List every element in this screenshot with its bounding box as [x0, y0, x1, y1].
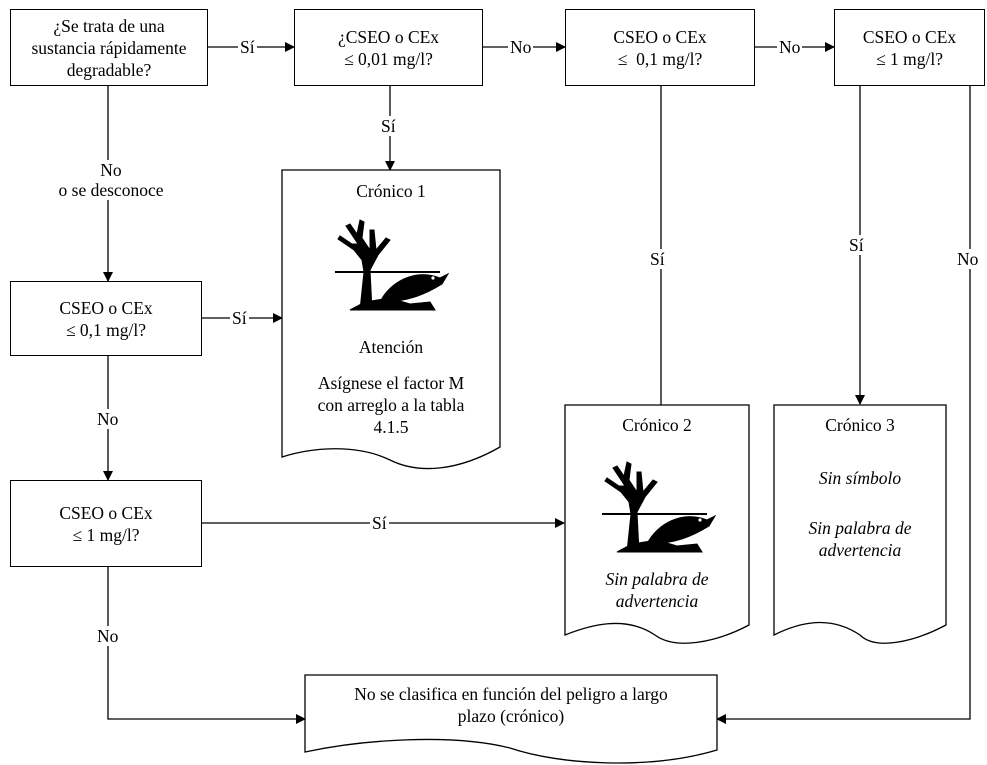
cronico2-note: Sin palabra de advertencia	[565, 568, 749, 612]
cronico1-note-line2: con arreglo a la tabla	[317, 395, 465, 415]
no-clasifica-line2: plazo (crónico)	[457, 706, 565, 726]
no-clasifica-line1: No se clasifica en función del peligro a…	[354, 684, 668, 704]
edge-label-no: No	[95, 409, 121, 429]
cronico3-symbol: Sin símbolo	[818, 468, 902, 488]
edge-label-si: Sí	[648, 249, 667, 269]
q2-1-line2: ≤ 1 mg/l?	[72, 524, 140, 545]
no-clasifica-text: No se clasifica en función del peligro a…	[305, 683, 717, 727]
q1-1-line1: CSEO o CEx	[862, 26, 957, 47]
q2-1-box: CSEO o CEx ≤ 1 mg/l?	[10, 480, 202, 567]
q1-1-line2: ≤ 1 mg/l?	[876, 48, 943, 69]
q1-1-box: CSEO o CEx ≤ 1 mg/l?	[834, 9, 985, 86]
cronico2-note-line2: advertencia	[615, 591, 699, 611]
q1-01-box: CSEO o CEx ≤ 0,1 mg/l?	[565, 9, 755, 86]
cronico1-signal-word: Atención	[358, 337, 424, 357]
cronico3-title: Crónico 3	[825, 415, 895, 435]
cronico1-note-line3: 4.1.5	[373, 417, 409, 437]
q2-1-line1: CSEO o CEx	[59, 502, 153, 523]
edge-label-si: Sí	[370, 513, 389, 533]
cronico3-note-line2: advertencia	[818, 540, 902, 560]
q2-01-line1: CSEO o CEx	[59, 297, 153, 318]
q2-01-box: CSEO o CEx ≤ 0,1 mg/l?	[10, 281, 202, 356]
q2-01-line2: ≤ 0,1 mg/l?	[65, 319, 147, 340]
q1-001-box: ¿CSEO o CEx ≤ 0,01 mg/l?	[294, 9, 483, 86]
cronico1-note: Asígnese el factor M con arreglo a la ta…	[282, 372, 500, 438]
edge-label-no-desconoce-line1: No	[100, 160, 122, 180]
q1-01-line1: CSEO o CEx	[613, 26, 707, 47]
edge-label-no: No	[508, 37, 534, 57]
edge-label-no: No	[955, 249, 981, 269]
q1-01-line2: ≤ 0,1 mg/l?	[617, 48, 703, 69]
q-degradable-box: ¿Se trata de una sustancia rápidamente d…	[10, 9, 208, 86]
edge-label-no: No	[777, 37, 803, 57]
cronico2-note-line1: Sin palabra de	[605, 569, 709, 589]
q1-001-line2: ≤ 0,01 mg/l?	[344, 48, 433, 69]
q1-001-line1: ¿CSEO o CEx	[337, 26, 440, 47]
cronico3-note-line1: Sin palabra de	[808, 518, 912, 538]
edge-label-si: Sí	[230, 308, 249, 328]
q-degradable-line3: degradable?	[66, 59, 152, 80]
edge-label-no-desconoce: No o se desconoce	[54, 160, 168, 200]
environment-hazard-icon	[602, 461, 717, 553]
cronico1-title: Crónico 1	[356, 181, 426, 201]
q-degradable-line2: sustancia rápidamente	[31, 37, 187, 58]
cronico1-note-line1: Asígnese el factor M	[317, 373, 465, 393]
edge-label-si: Sí	[847, 235, 866, 255]
cronico3-note: Sin palabra de advertencia	[774, 517, 946, 561]
edge-label-no-desconoce-line2: o se desconoce	[58, 180, 164, 200]
cronico2-title: Crónico 2	[622, 415, 692, 435]
edge-label-si: Sí	[379, 116, 398, 136]
edge-label-no: No	[95, 626, 121, 646]
edge-label-si: Sí	[238, 37, 257, 57]
environment-hazard-icon	[335, 219, 450, 311]
q-degradable-line1: ¿Se trata de una	[53, 15, 165, 36]
